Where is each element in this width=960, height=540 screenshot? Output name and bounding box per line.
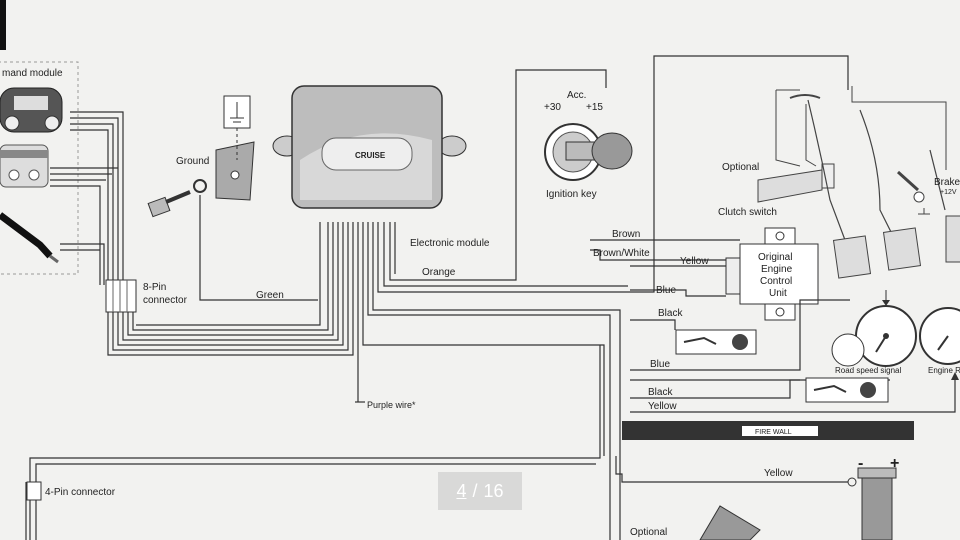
- yellow-ecu-label: Yellow: [680, 256, 709, 267]
- cruise-logo: CRUISE: [355, 151, 386, 160]
- engine-rpm-label: Engine R: [928, 366, 960, 375]
- blue-speed-label: Blue: [650, 359, 670, 370]
- black-ecu-label: Black: [658, 308, 683, 319]
- clutch-switch-label: Clutch switch: [718, 207, 777, 218]
- pin8-label-1: 8-Pin: [143, 282, 166, 293]
- pedal-assembly: [757, 86, 960, 279]
- ecu-label-4: Unit: [769, 288, 787, 299]
- command-module-label: mand module: [2, 68, 63, 79]
- page-current[interactable]: 4: [456, 480, 467, 501]
- fire-wall: [622, 421, 914, 440]
- blue-ecu-label: Blue: [656, 285, 676, 296]
- rpm-gauge: [919, 307, 960, 380]
- dark-corner: [0, 0, 6, 50]
- ecu-label-1: Original: [758, 252, 792, 263]
- ecu-wires: [590, 239, 956, 413]
- pin4-label: 4-Pin connector: [45, 487, 116, 498]
- crimp-tool-1: [675, 329, 757, 355]
- brown-label: Brown: [612, 229, 640, 240]
- fire-wall-label: FIRE WALL: [755, 429, 792, 436]
- ignition-key: [544, 123, 633, 181]
- orange-label: Orange: [422, 267, 456, 278]
- crimp-tool-2: [805, 377, 889, 403]
- ground-hardware: [147, 95, 255, 218]
- road-speed-label: Road speed signal: [835, 366, 901, 375]
- optional-bottom-part: [699, 505, 761, 540]
- speed-gauge: [831, 290, 917, 367]
- ground-wire: [199, 195, 318, 301]
- ignition-coil: - +: [847, 455, 899, 540]
- electronic-module-label: Electronic module: [410, 238, 490, 249]
- plus12v-label: +12V: [940, 189, 957, 196]
- module-harness: [107, 55, 849, 540]
- pin8-label-2: connector: [143, 295, 188, 306]
- ecu-box: [725, 227, 819, 321]
- yellow-coil-label: Yellow: [764, 468, 793, 479]
- plus30-label: +30: [544, 102, 561, 113]
- connector-4pin-wires: [25, 345, 601, 540]
- ecu-label-3: Control: [760, 276, 792, 287]
- ignition-key-label: Ignition key: [546, 189, 597, 200]
- command-module: [0, 61, 79, 275]
- acc-label: Acc.: [567, 90, 586, 101]
- black-lower-label: Black: [648, 387, 673, 398]
- green-label: Green: [256, 290, 284, 301]
- cmd-harness: [50, 111, 124, 285]
- page-indicator: 4 / 16: [438, 472, 522, 510]
- svg-text:+: +: [890, 455, 899, 472]
- connector-8pin: [105, 279, 137, 313]
- ecu-label-2: Engine: [761, 264, 793, 275]
- brake-label: Brake: [934, 177, 960, 188]
- page-separator: /: [472, 480, 478, 501]
- page-total: 16: [483, 480, 504, 501]
- svg-text:-: -: [858, 455, 863, 472]
- electronic-module: CRUISE: [272, 85, 467, 209]
- brown-white-label: Brown/White: [593, 248, 650, 259]
- plus15-label: +15: [586, 102, 603, 113]
- coil-wire: [615, 456, 848, 483]
- optional-bottom-label: Optional: [630, 527, 667, 538]
- yellow-lower-label: Yellow: [648, 401, 677, 412]
- purple-wire-label: Purple wire*: [367, 400, 416, 410]
- connector-4pin: [26, 481, 42, 501]
- ground-label: Ground: [176, 156, 209, 167]
- optional-top-label: Optional: [722, 162, 759, 173]
